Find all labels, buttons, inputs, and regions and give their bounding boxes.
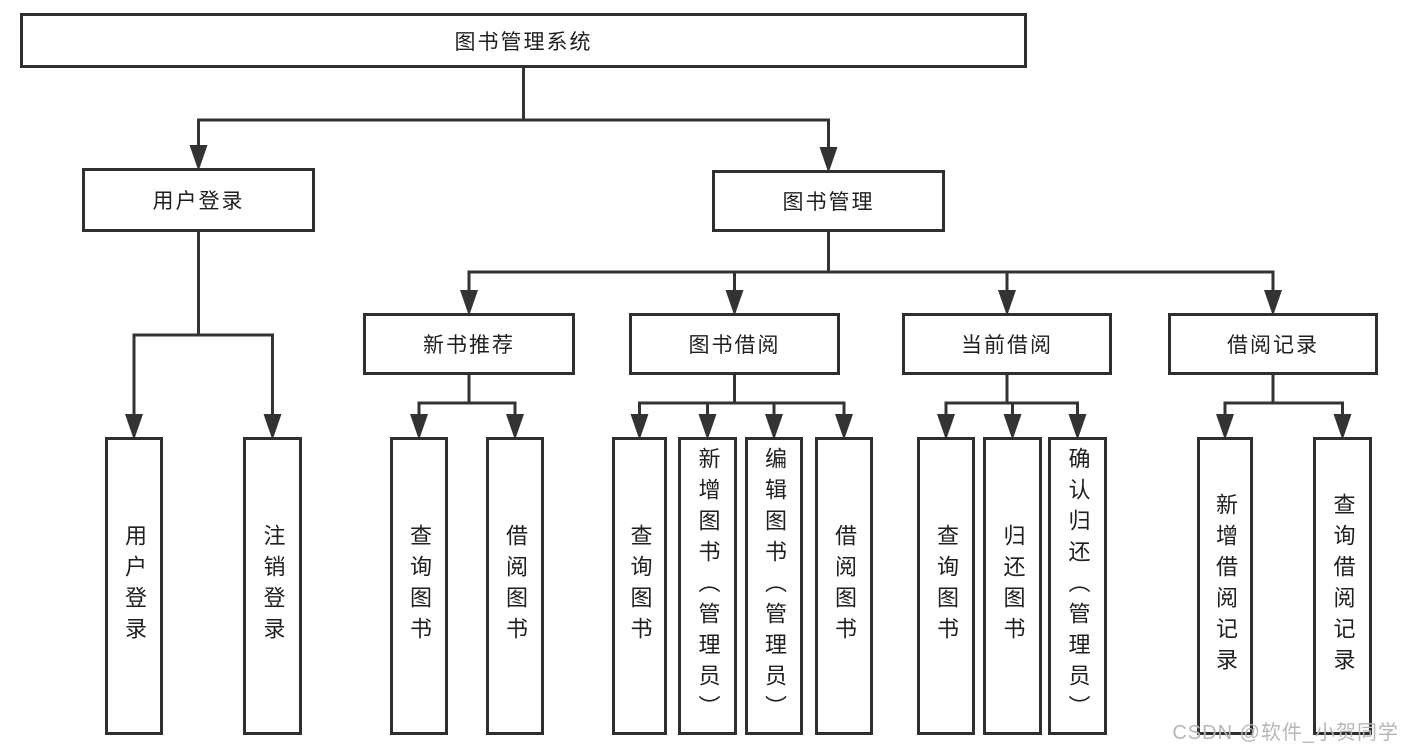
node-borrow-records: 借阅记录 (1168, 313, 1378, 375)
node-label-new-book-rec: 新书推荐 (423, 334, 515, 357)
node-leaf-user-login: 用户登录 (105, 437, 163, 735)
node-root: 图书管理系统 (20, 13, 1027, 68)
node-leaf-query-books-3: 查询图书 (917, 437, 975, 735)
node-label-leaf-borrow-books-2: 借阅图书 (832, 524, 857, 648)
node-label-leaf-add-record: 新增借阅记录 (1213, 493, 1238, 679)
node-leaf-query-books-1: 查询图书 (390, 437, 448, 735)
node-leaf-add-books: 新增图书（管理员） (678, 437, 737, 735)
node-new-book-rec: 新书推荐 (363, 313, 575, 375)
node-leaf-add-record: 新增借阅记录 (1197, 437, 1253, 735)
node-leaf-borrow-books-1: 借阅图书 (486, 437, 544, 735)
node-label-leaf-add-books: 新增图书（管理员） (695, 446, 721, 726)
node-label-leaf-confirm-return: 确认归还（管理员） (1065, 446, 1091, 726)
node-label-root: 图书管理系统 (454, 30, 593, 54)
node-leaf-confirm-return: 确认归还（管理员） (1048, 437, 1107, 735)
node-label-leaf-return-books: 归还图书 (1000, 524, 1026, 648)
node-leaf-query-books-2: 查询图书 (612, 437, 667, 735)
node-label-book-mgmt: 图书管理 (782, 191, 875, 214)
node-label-leaf-query-books-2: 查询图书 (627, 524, 653, 648)
node-label-current-borrow: 当前借阅 (961, 334, 1053, 357)
node-label-leaf-user-login: 用户登录 (122, 524, 147, 648)
node-label-leaf-query-record: 查询借阅记录 (1330, 493, 1356, 679)
node-user-login: 用户登录 (82, 168, 315, 232)
node-label-leaf-query-books-1: 查询图书 (407, 524, 432, 648)
node-book-mgmt: 图书管理 (712, 170, 945, 232)
node-leaf-query-record: 查询借阅记录 (1313, 437, 1372, 735)
node-leaf-return-books: 归还图书 (983, 437, 1042, 735)
node-label-leaf-query-books-3: 查询图书 (934, 524, 959, 648)
node-leaf-borrow-books-2: 借阅图书 (815, 437, 873, 735)
node-label-user-login: 用户登录 (152, 190, 245, 213)
node-leaf-logout: 注销登录 (243, 437, 302, 735)
node-book-borrow: 图书借阅 (629, 313, 840, 375)
node-current-borrow: 当前借阅 (902, 313, 1112, 375)
node-label-borrow-records: 借阅记录 (1227, 334, 1319, 357)
node-label-book-borrow: 图书借阅 (688, 334, 781, 357)
node-label-leaf-edit-books: 编辑图书（管理员） (762, 446, 787, 726)
node-label-leaf-borrow-books-1: 借阅图书 (503, 524, 528, 648)
node-leaf-edit-books: 编辑图书（管理员） (745, 437, 803, 735)
node-label-leaf-logout: 注销登录 (260, 524, 286, 648)
watermark: CSDN @软件_小贺同学 (1172, 722, 1399, 744)
